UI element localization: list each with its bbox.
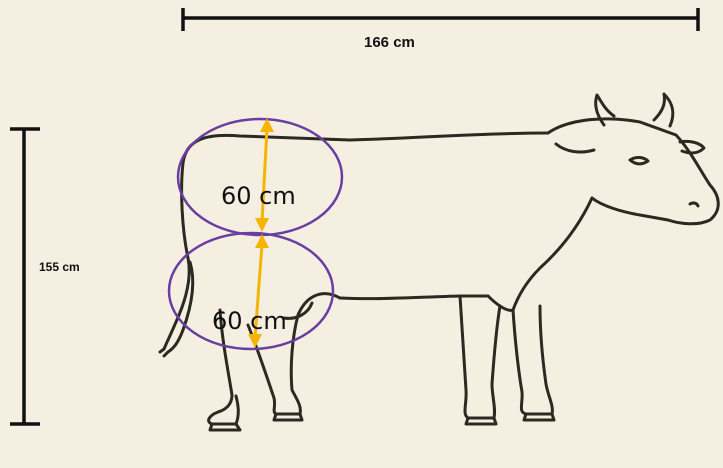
width-dimension-bar (183, 8, 698, 31)
height-label: 155 cm (39, 260, 80, 274)
height-dimension-bar (10, 129, 40, 424)
lower-region-label: 60 cm (212, 307, 287, 335)
cow-outline-icon (160, 94, 718, 430)
upper-measure-arrow (255, 118, 274, 232)
width-label: 166 cm (364, 34, 415, 51)
upper-region-label: 60 cm (221, 182, 296, 210)
